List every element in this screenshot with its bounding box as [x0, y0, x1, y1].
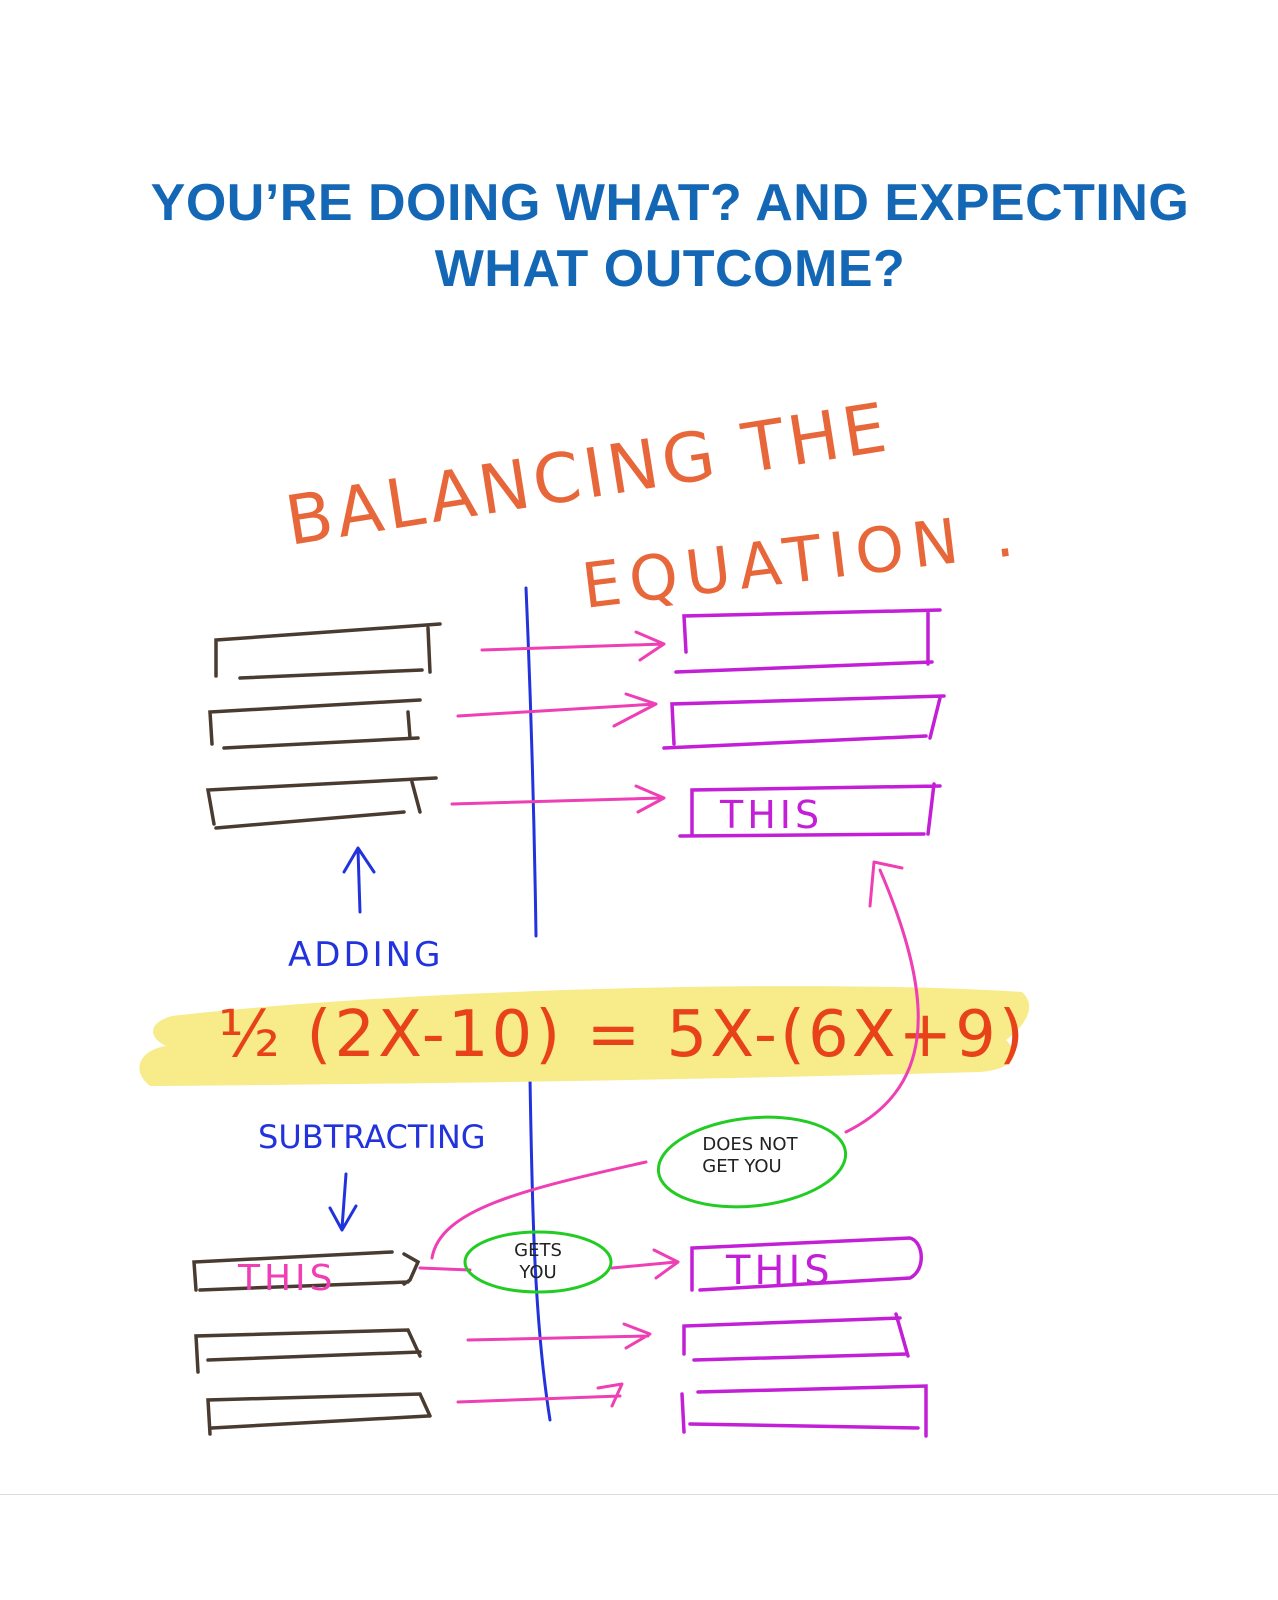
- upper-left-boxes: [205, 622, 442, 830]
- divider-line-lower: [528, 1076, 552, 1422]
- adding-up-arrow: [342, 846, 376, 914]
- subtracting-label: SUBTRACTING: [258, 1118, 486, 1156]
- divider-line-upper: [524, 586, 538, 938]
- upper-right-box-1: [674, 608, 942, 674]
- upper-arrows: [450, 630, 666, 814]
- lower-left-box-3: [206, 1392, 432, 1436]
- slide-title: YOU’RE DOING WHAT? AND EXPECTING WHAT OU…: [100, 170, 1240, 302]
- equation-text: ½ (2X-10) = 5X-(6X+9): [218, 998, 1027, 1072]
- equation-highlight: [139, 986, 1030, 1086]
- subtracting-down-arrow: [328, 1172, 358, 1232]
- upper-left-box-1: [214, 622, 442, 680]
- lower-right-boxes: [680, 1236, 928, 1438]
- gets-you-bubble: [463, 1230, 613, 1294]
- adding-label: ADDING: [288, 935, 443, 975]
- lower-left-box-1: [192, 1250, 421, 1292]
- slide-title-line-2: WHAT OUTCOME?: [434, 240, 906, 298]
- curved-arrow-to-upper-this: [844, 860, 920, 1134]
- slide-title-line-1: YOU’RE DOING WHAT? AND EXPECTING: [150, 174, 1190, 232]
- gets-you-text-line-1: GETS: [514, 1240, 562, 1261]
- lower-left-box-1-label: THIS: [237, 1258, 337, 1299]
- does-not-text-line-1: DOES NOT: [702, 1134, 798, 1155]
- sketch-heading-line-2: EQUATION .: [578, 497, 1025, 623]
- upper-arrow-3: [450, 784, 666, 814]
- lower-arrow-gets: [610, 1248, 680, 1280]
- lower-arrow-2: [466, 1322, 652, 1350]
- lower-arrows: [418, 860, 920, 1408]
- bottom-divider: [0, 1494, 1278, 1495]
- upper-left-box-3: [205, 776, 438, 830]
- does-not-get-you-bubble: [656, 1115, 848, 1209]
- upper-arrow-2: [456, 692, 658, 728]
- upper-right-box-3-label: THIS: [719, 793, 823, 837]
- does-not-text-line-2: GET YOU: [702, 1156, 781, 1177]
- upper-right-box-2: [662, 694, 946, 750]
- upper-left-box-2: [208, 698, 422, 750]
- lower-right-box-2: [682, 1312, 910, 1362]
- lower-right-box-1: [690, 1236, 923, 1292]
- connector-to-gets-bubble: [418, 1266, 472, 1272]
- lower-right-box-1-label: THIS: [725, 1248, 834, 1294]
- lower-arrow-3: [456, 1382, 624, 1408]
- upper-right-box-3: [678, 782, 942, 838]
- upper-right-boxes: [662, 608, 946, 838]
- lower-left-box-2: [194, 1328, 422, 1374]
- connector-to-doesnot-bubble: [430, 1160, 648, 1260]
- upper-arrow-1: [480, 630, 666, 662]
- lower-left-boxes: [192, 1250, 432, 1436]
- gets-you-text-line-2: YOU: [518, 1262, 556, 1283]
- lower-right-box-3: [680, 1384, 928, 1438]
